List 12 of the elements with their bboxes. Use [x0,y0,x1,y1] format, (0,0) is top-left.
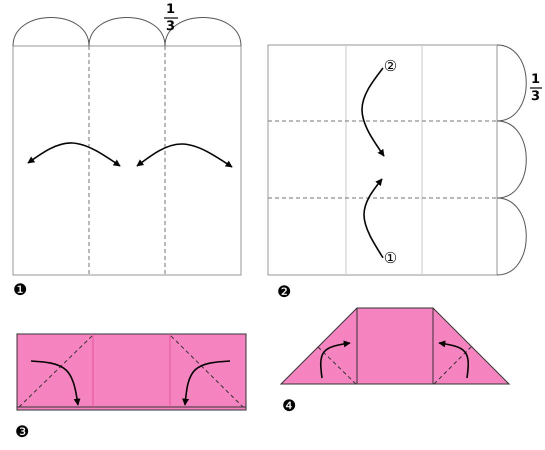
fold-arrow [363,178,384,258]
fraction-denominator: 3 [531,90,540,103]
fold-arrow [361,68,385,157]
step-number: ❸ [15,424,30,440]
fraction-numerator: 1 [166,3,176,16]
step-number: ❶ [13,282,28,298]
step-number: ① [383,251,398,266]
step-number: ❷ [277,284,292,300]
step-number: ② [383,59,398,74]
fraction-denominator: 3 [166,20,176,33]
step-number: ❹ [282,398,296,414]
fraction-numerator: 1 [531,73,540,86]
